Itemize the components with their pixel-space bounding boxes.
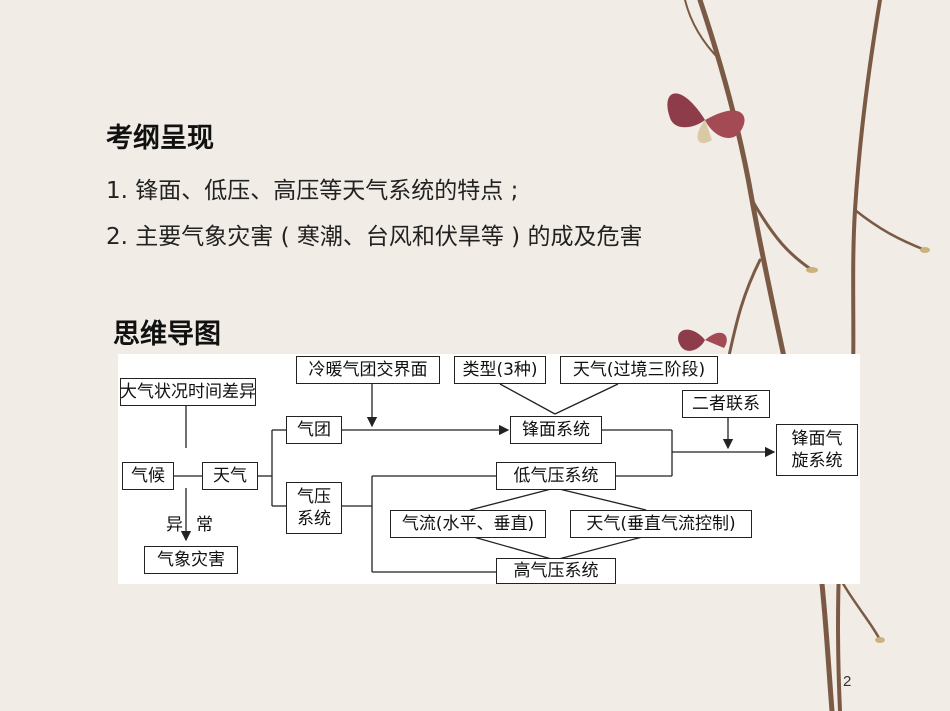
mindmap-connectors — [174, 382, 776, 573]
node-tq: 天气 — [202, 462, 258, 490]
node-fmxt: 锋面系统 — [510, 416, 602, 444]
outline-item-1: 1. 锋面、低压、高压等天气系统的特点 ; — [106, 178, 519, 204]
node-fmqx-line2: 旋系统 — [791, 451, 843, 471]
node-qyxt: 气压 系统 — [286, 482, 342, 534]
node-lx: 类型(3种) — [454, 356, 546, 384]
node-qxzh: 气象灾害 — [144, 546, 238, 574]
edge-label-chang: 常 — [196, 515, 213, 535]
node-lnqt: 冷暖气团交界面 — [296, 356, 440, 384]
node-fmqx-line1: 锋面气 — [791, 429, 843, 449]
node-tq-cz: 天气(垂直气流控制) — [570, 510, 752, 538]
edge-tqcz-gqyxt — [554, 535, 647, 561]
node-tq-gj: 天气(过境三阶段) — [560, 356, 718, 384]
node-dqyxt: 低气压系统 — [496, 462, 616, 490]
node-gqyxt: 高气压系统 — [496, 558, 616, 584]
edge-dqyxt-ql — [469, 487, 556, 511]
node-fmqx: 锋面气 旋系统 — [776, 424, 858, 476]
edge-lx-fmxt — [499, 383, 556, 415]
mindmap-heading: 思维导图 — [113, 319, 221, 350]
edge-ql-gqyxt — [469, 535, 556, 561]
node-dqzk: 大气状况时间差异 — [120, 378, 256, 406]
edge-label-yi: 异 — [166, 515, 183, 535]
page-number: 2 — [843, 673, 852, 690]
outline-item-2: 2. 主要气象灾害 ( 寒潮、台风和伏旱等 ) 的成及危害 — [106, 224, 643, 250]
leaf-bud-icon — [806, 247, 930, 643]
node-ql: 气流(水平、垂直) — [390, 510, 546, 538]
mind-map-diagram: 大气状况时间差异 冷暖气团交界面 类型(3种) 天气(过境三阶段) 气团 锋面系… — [118, 354, 860, 584]
node-qt: 气团 — [286, 416, 342, 444]
edge-dqyxt-tqcz — [554, 487, 647, 511]
edge-tqgj-fmxt — [554, 383, 619, 415]
outline-heading: 考纲呈现 — [106, 123, 214, 154]
butterfly-icon — [667, 93, 745, 144]
node-ezlx: 二者联系 — [682, 390, 770, 418]
butterfly-icon — [678, 329, 727, 351]
node-qh: 气候 — [122, 462, 174, 490]
node-qyxt-line2: 系统 — [297, 509, 331, 529]
node-qyxt-line1: 气压 — [297, 487, 331, 507]
